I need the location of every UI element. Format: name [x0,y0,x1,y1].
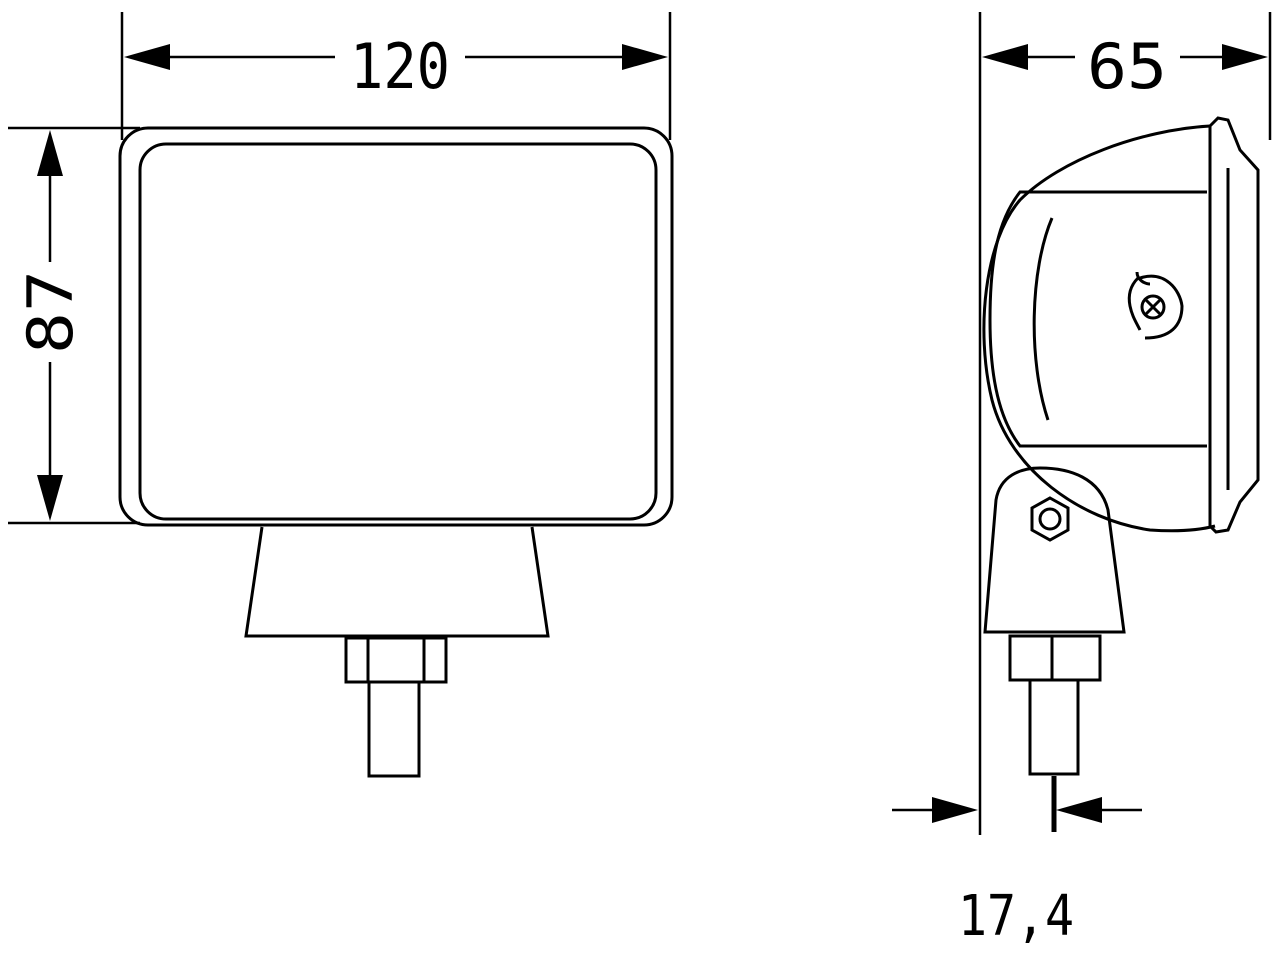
side-view: 65 [892,12,1272,949]
width-dimension: 120 [124,30,668,103]
offset-arrow-right [1056,797,1102,823]
side-lamp-dome [982,124,1216,533]
side-bolt [1028,678,1080,776]
width-label: 120 [350,30,450,103]
offset-dimension: 17,4 [892,797,1142,949]
depth-arrow-left [982,44,1028,70]
height-arrow-bottom [37,475,63,521]
side-bracket-band [988,190,1207,448]
front-bolt [367,680,421,778]
front-view: 120 87 [8,12,674,778]
side-bezel [1208,116,1260,534]
offset-arrow-left [932,797,978,823]
depth-label: 65 [1087,30,1167,103]
height-label: 87 [14,270,87,354]
adjustment-screw-icon [1127,271,1184,340]
side-pivot-bracket [983,466,1126,634]
width-arrow-left [124,44,170,70]
height-dimension: 87 [14,130,87,521]
side-nut [1008,634,1102,682]
pivot-nut-icon [1030,496,1070,542]
side-band-shading [1032,217,1054,421]
front-bracket [244,526,550,638]
depth-dimension: 65 [982,30,1268,103]
depth-arrow-right [1222,44,1268,70]
front-lens-inner [138,142,658,521]
front-nut [344,636,448,684]
width-arrow-right [622,44,668,70]
front-housing-outer [118,126,674,527]
height-arrow-top [37,130,63,176]
offset-label: 17,4 [958,884,1074,949]
